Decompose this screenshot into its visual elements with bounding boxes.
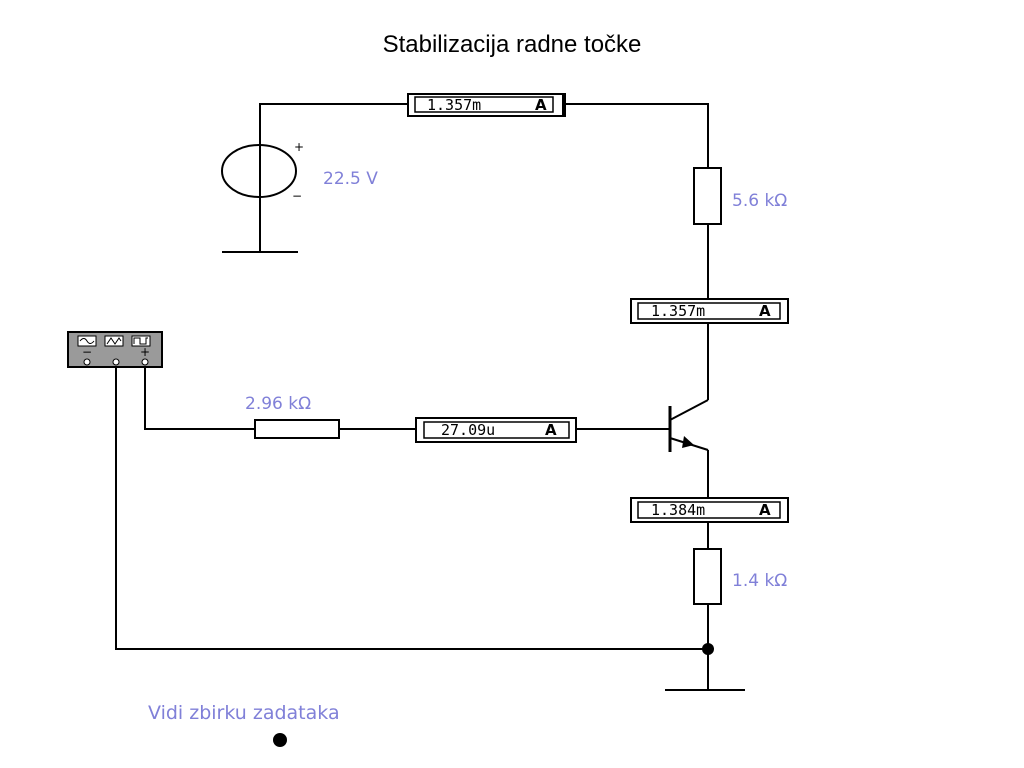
resistor-emitter-label: 1.4 kΩ bbox=[732, 571, 787, 591]
npn-transistor[interactable] bbox=[668, 399, 709, 452]
ammeter-top-unit: A bbox=[535, 96, 547, 114]
ammeter-collector[interactable]: 1.357m A bbox=[630, 298, 789, 324]
resistor-emitter-body bbox=[693, 548, 722, 605]
bullet-dot bbox=[273, 733, 287, 747]
ammeter-base[interactable]: 27.09u A bbox=[415, 417, 577, 443]
junction-dot bbox=[702, 643, 714, 655]
source-voltage-label: 22.5 V bbox=[323, 169, 378, 189]
sine-wave-button[interactable] bbox=[77, 335, 97, 347]
source-minus-sign: − bbox=[292, 189, 302, 203]
ammeter-emitter-unit: A bbox=[759, 501, 771, 519]
ammeter-base-reading: 27.09u bbox=[441, 421, 495, 439]
reference-note-link[interactable]: Vidi zbirku zadataka bbox=[148, 702, 340, 724]
generator-minus-sign: − bbox=[82, 345, 92, 359]
wires bbox=[115, 103, 709, 690]
generator-terminal-plus[interactable] bbox=[141, 358, 149, 366]
transistor-emitter-arrow-icon bbox=[682, 436, 694, 448]
generator-terminal-common[interactable] bbox=[112, 358, 120, 366]
square-wave-path bbox=[133, 337, 148, 345]
wire-top-right bbox=[565, 103, 709, 168]
triangle-wave-button[interactable] bbox=[104, 335, 124, 347]
wire-generator-plus bbox=[144, 367, 255, 430]
resistor-base[interactable]: 2.96 kΩ bbox=[245, 394, 340, 439]
triangle-wave-path bbox=[106, 337, 122, 345]
ammeter-base-unit: A bbox=[545, 421, 557, 439]
resistor-collector-label: 5.6 kΩ bbox=[732, 191, 787, 211]
ammeter-collector-unit: A bbox=[759, 302, 771, 320]
transistor-collector-lead bbox=[669, 399, 709, 421]
ammeter-top-display bbox=[414, 96, 554, 113]
ammeter-collector-display bbox=[637, 302, 781, 320]
function-generator[interactable]: − + bbox=[67, 331, 163, 368]
ammeter-emitter-display bbox=[637, 501, 781, 519]
resistor-base-body bbox=[254, 419, 340, 439]
square-wave-button[interactable] bbox=[131, 335, 151, 347]
resistor-emitter[interactable]: 1.4 kΩ bbox=[693, 548, 787, 605]
page-title: Stabilizacija radne točke bbox=[382, 31, 642, 58]
ammeter-top-reading: 1.357m bbox=[427, 96, 481, 114]
ammeter-top[interactable]: 1.357m A bbox=[407, 93, 566, 117]
generator-plus-sign: + bbox=[140, 345, 150, 359]
wire-top-left bbox=[259, 103, 408, 143]
square-wave-icon bbox=[131, 335, 151, 347]
sine-wave-path bbox=[79, 338, 95, 344]
ammeter-base-display bbox=[423, 421, 570, 439]
ammeter-emitter-reading: 1.384m bbox=[651, 501, 705, 519]
resistor-collector-body bbox=[693, 167, 722, 225]
resistor-base-label: 2.96 kΩ bbox=[245, 394, 311, 414]
wire-ground-return bbox=[115, 367, 708, 650]
resistor-collector[interactable]: 5.6 kΩ bbox=[693, 167, 787, 225]
ammeter-top-terminal bbox=[562, 94, 566, 116]
generator-terminal-minus[interactable] bbox=[83, 358, 91, 366]
triangle-wave-icon bbox=[104, 335, 124, 347]
ammeter-collector-reading: 1.357m bbox=[651, 302, 705, 320]
voltage-source[interactable]: + − 22.5 V bbox=[221, 140, 378, 203]
source-plus-sign: + bbox=[294, 140, 304, 154]
ammeter-emitter[interactable]: 1.384m A bbox=[630, 497, 789, 523]
